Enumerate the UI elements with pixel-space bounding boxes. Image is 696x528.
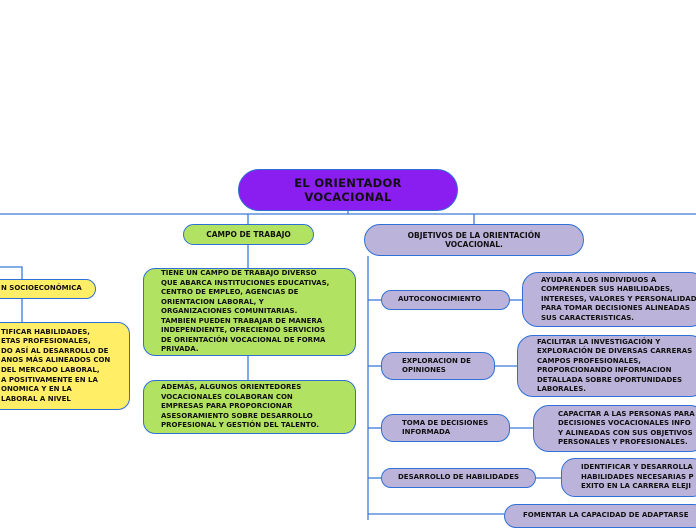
obj-label-4-text: DESARROLLO DE HABILIDADES	[398, 473, 520, 482]
campo-heading-node[interactable]: CAMPO DE TRABAJO	[183, 224, 314, 245]
obj-detail-2-text: FACILITAR LA INVESTIGACIÓN Y EXPLORACIÓN…	[537, 337, 693, 394]
obj-label-desarrollo[interactable]: DESARROLLO DE HABILIDADES	[381, 468, 536, 488]
obj-label-2-text: EXPLORACION DE OPINIONES	[402, 356, 471, 375]
obj-extra-text: FOMENTAR LA CAPACIDAD DE ADAPTARSE	[523, 511, 689, 519]
campo-item-1-text: TIENE UN CAMPO DE TRABAJO DIVERSO QUE AB…	[161, 269, 330, 354]
obj-extra-node[interactable]: FOMENTAR LA CAPACIDAD DE ADAPTARSE	[504, 504, 696, 528]
campo-item-2-text: ADEMÁS, ALGUNOS ORIENTEDORES VOCACIONALE…	[161, 383, 319, 430]
campo-item-2-node[interactable]: ADEMÁS, ALGUNOS ORIENTEDORES VOCACIONALE…	[143, 380, 356, 434]
root-node[interactable]: EL ORIENTADOR VOCACIONAL	[238, 169, 458, 211]
campo-item-1-node[interactable]: TIENE UN CAMPO DE TRABAJO DIVERSO QUE AB…	[143, 268, 356, 356]
root-title: EL ORIENTADOR VOCACIONAL	[294, 176, 402, 204]
obj-detail-1-text: AYUDAR A LOS INDIVIDUOS A COMPRENDER SUS…	[541, 275, 696, 322]
left-heading-text: N SOCIOECONÓMICA	[1, 284, 82, 293]
campo-heading-text: CAMPO DE TRABAJO	[206, 229, 291, 239]
objetivos-heading-text: OBJETIVOS DE LA ORIENTACIÓN VOCACIONAL.	[407, 230, 541, 250]
obj-label-1-text: AUTOCONOCIMIENTO	[398, 295, 482, 304]
obj-detail-exploracion[interactable]: FACILITAR LA INVESTIGACIÓN Y EXPLORACIÓN…	[517, 335, 696, 397]
obj-label-3-text: TOMA DE DECISIONES INFORMADA	[402, 418, 489, 437]
obj-detail-4-text: IDENTIFICAR Y DESARROLLA HABILIDADES NEC…	[581, 463, 694, 491]
left-detail-text: TIFICAR HABILIDADES, ETAS PROFESIONALES,…	[1, 327, 111, 403]
left-detail-node[interactable]: TIFICAR HABILIDADES, ETAS PROFESIONALES,…	[0, 322, 130, 410]
obj-label-autoconocimiento[interactable]: AUTOCONOCIMIENTO	[381, 290, 510, 310]
obj-detail-desarrollo[interactable]: IDENTIFICAR Y DESARROLLA HABILIDADES NEC…	[561, 458, 696, 497]
obj-detail-3-text: CAPACITAR A LAS PERSONAS PARA DECISIONES…	[558, 409, 695, 447]
obj-detail-toma-decisiones[interactable]: CAPACITAR A LAS PERSONAS PARA DECISIONES…	[533, 405, 696, 452]
objetivos-heading-node[interactable]: OBJETIVOS DE LA ORIENTACIÓN VOCACIONAL.	[364, 224, 584, 256]
obj-label-exploracion[interactable]: EXPLORACION DE OPINIONES	[381, 352, 495, 380]
obj-label-toma-decisiones[interactable]: TOMA DE DECISIONES INFORMADA	[381, 414, 510, 442]
left-heading-node[interactable]: N SOCIOECONÓMICA	[0, 279, 96, 299]
obj-detail-autoconocimiento[interactable]: AYUDAR A LOS INDIVIDUOS A COMPRENDER SUS…	[522, 272, 696, 327]
